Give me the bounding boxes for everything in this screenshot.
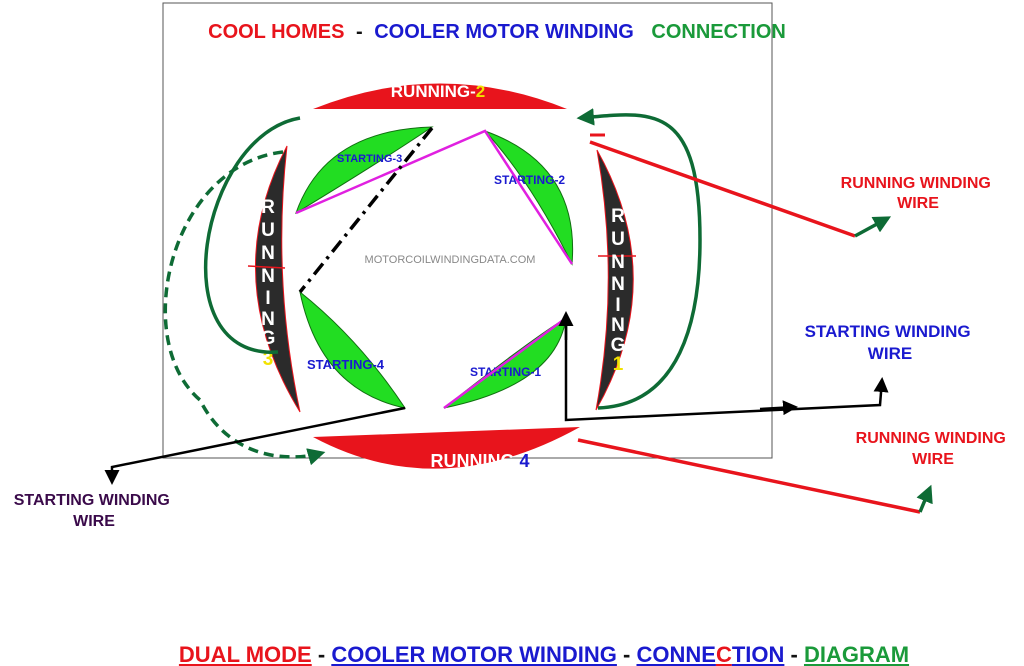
footer-connection-b: C <box>716 642 732 666</box>
running-3-letters: R U N N I N G 3 <box>261 197 276 370</box>
starting-coil-4 <box>299 290 407 409</box>
starting-jumper-top <box>295 129 574 265</box>
running-4-label: RUNNING 4 <box>430 451 529 471</box>
starting-jumper-bottom <box>443 316 567 410</box>
running-2-number: 2 <box>476 82 485 101</box>
svg-text:N: N <box>611 315 625 336</box>
starting-4-label: STARTING-4 <box>307 357 385 372</box>
svg-text:N: N <box>611 252 625 273</box>
svg-text:R: R <box>611 206 625 227</box>
running-wire-lower-label: RUNNING WINDING WIRE <box>856 430 1011 468</box>
footer-connection-a: CONNE <box>636 642 715 666</box>
running-coil-1 <box>595 149 634 411</box>
running-coil-3-tick <box>247 265 286 269</box>
watermark: MOTORCOILWINDINGDATA.COM <box>365 254 536 266</box>
green-wire-right <box>576 108 702 410</box>
footer-diagram: DIAGRAM <box>804 642 909 666</box>
green-wire-left-solid <box>204 116 301 354</box>
starting-wire-right <box>564 316 889 422</box>
svg-text:N: N <box>261 243 275 264</box>
footer-title: DUAL MODE - COOLER MOTOR WINDING - CONNE… <box>179 642 909 666</box>
svg-text:U: U <box>261 220 275 241</box>
footer-cooler-motor-winding: COOLER MOTOR WINDING <box>331 642 617 666</box>
running-coil-3 <box>254 145 301 413</box>
running-wire-upper-label: RUNNING WINDING WIRE <box>841 175 996 212</box>
running-1-letters: R U N N I N G 1 <box>611 206 626 375</box>
starting-wire-right-midarrow <box>759 400 798 416</box>
starting-wire-left <box>104 406 406 485</box>
dash-dot-jumper <box>298 126 434 294</box>
running-coil-4 <box>313 427 580 469</box>
green-wire-left-dashed <box>163 150 326 466</box>
running-wire-lower-line <box>577 438 921 514</box>
running-3-number: 3 <box>263 349 274 370</box>
header-end: CONNECTION <box>651 21 785 43</box>
starting-wire-right-label: STARTING WINDING WIRE <box>805 322 976 363</box>
running-wire-upper-line <box>589 140 856 238</box>
footer-dual-mode: DUAL MODE <box>179 642 312 666</box>
header-sep: - <box>356 21 363 43</box>
running-2-label: RUNNING-2 <box>391 82 485 101</box>
svg-text:I: I <box>615 295 620 316</box>
svg-text:N: N <box>261 309 275 330</box>
running-wire-lower-arrow <box>916 484 933 513</box>
svg-text:G: G <box>611 335 626 356</box>
header-title: COOL HOMES - COOLER MOTOR WINDING CONNEC… <box>208 21 786 43</box>
running-coil-2 <box>313 83 567 109</box>
svg-text:R: R <box>261 197 275 218</box>
svg-text:G: G <box>261 328 276 349</box>
starting-coil-3 <box>295 126 434 215</box>
svg-text:N: N <box>261 266 275 287</box>
header-mid: COOLER MOTOR WINDING <box>374 21 634 43</box>
header-brand: COOL HOMES <box>208 21 344 43</box>
footer-connection-c: TION <box>732 642 785 666</box>
starting-2-label: STARTING-2 <box>494 173 565 187</box>
starting-1-label: STARTING-1 <box>470 365 541 379</box>
running-1-number: 1 <box>613 354 624 375</box>
starting-3-label: STARTING-3 <box>337 153 402 165</box>
running-4-number: 4 <box>519 451 529 471</box>
svg-text:N: N <box>611 274 625 295</box>
svg-text:U: U <box>611 229 625 250</box>
svg-text:I: I <box>265 288 270 309</box>
running-wire-upper-arrow <box>854 216 892 238</box>
starting-wire-left-label: STARTING WINDING WIRE <box>14 492 175 530</box>
